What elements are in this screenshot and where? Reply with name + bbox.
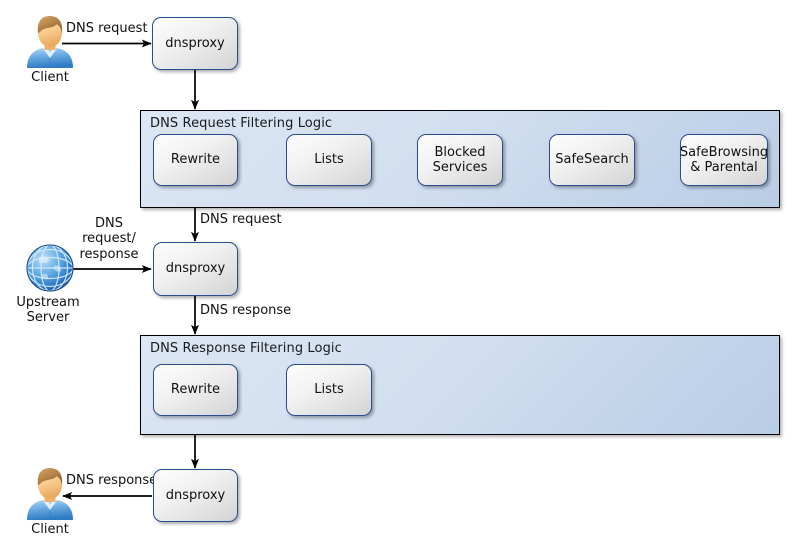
actor-label-client-top: Client xyxy=(31,70,69,85)
node-dnsproxy-top[interactable]: dnsproxy xyxy=(152,17,238,70)
group-title-response-filtering: DNS Response Filtering Logic xyxy=(150,341,342,356)
edge-label-dnsproxy-to-request-filter: DNS request xyxy=(200,212,282,227)
stage-safesearch[interactable]: SafeSearch xyxy=(549,134,635,186)
stage-safebrowsing-parental[interactable]: SafeBrowsing & Parental xyxy=(680,134,768,186)
node-dnsproxy-top-label: dnsproxy xyxy=(165,35,225,51)
stage-rewrite-response-label: Rewrite xyxy=(170,382,221,398)
stage-lists-response-label: Lists xyxy=(314,382,344,398)
user-avatar-icon xyxy=(22,14,78,68)
group-request-filtering: DNS Request Filtering Logic xyxy=(140,110,780,208)
edge-label-upstream-exchange: DNS request/ response xyxy=(79,216,139,262)
node-dnsproxy-bottom-label: dnsproxy xyxy=(165,487,226,503)
edge-label-dnsproxy-to-client: DNS response xyxy=(66,473,158,488)
stage-safebrowsing-parental-label: SafeBrowsing & Parental xyxy=(679,144,769,175)
stage-blocked-services[interactable]: Blocked Services xyxy=(417,134,503,186)
stage-lists-request[interactable]: Lists xyxy=(286,134,372,186)
actor-label-client-bottom: Client xyxy=(31,522,69,537)
stage-safesearch-label: SafeSearch xyxy=(555,152,629,168)
stage-rewrite-request-label: Rewrite xyxy=(170,152,221,168)
group-response-filtering: DNS Response Filtering Logic xyxy=(140,335,780,435)
node-dnsproxy-middle[interactable]: dnsproxy xyxy=(153,242,238,296)
actor-label-upstream-server: Upstream Server xyxy=(16,295,80,326)
group-title-request-filtering: DNS Request Filtering Logic xyxy=(150,116,333,131)
stage-rewrite-request[interactable]: Rewrite xyxy=(153,134,238,186)
stage-lists-request-label: Lists xyxy=(314,152,344,168)
edge-label-client-to-dnsproxy: DNS request xyxy=(66,21,148,36)
edge-label-dnsproxy-to-response-filter: DNS response xyxy=(200,303,292,318)
node-dnsproxy-bottom[interactable]: dnsproxy xyxy=(153,469,238,522)
stage-blocked-services-label: Blocked Services xyxy=(432,144,488,175)
node-dnsproxy-middle-label: dnsproxy xyxy=(165,261,226,277)
stage-rewrite-response[interactable]: Rewrite xyxy=(153,364,238,416)
globe-icon xyxy=(24,242,76,294)
stage-lists-response[interactable]: Lists xyxy=(286,364,372,416)
user-avatar-icon xyxy=(22,466,78,520)
